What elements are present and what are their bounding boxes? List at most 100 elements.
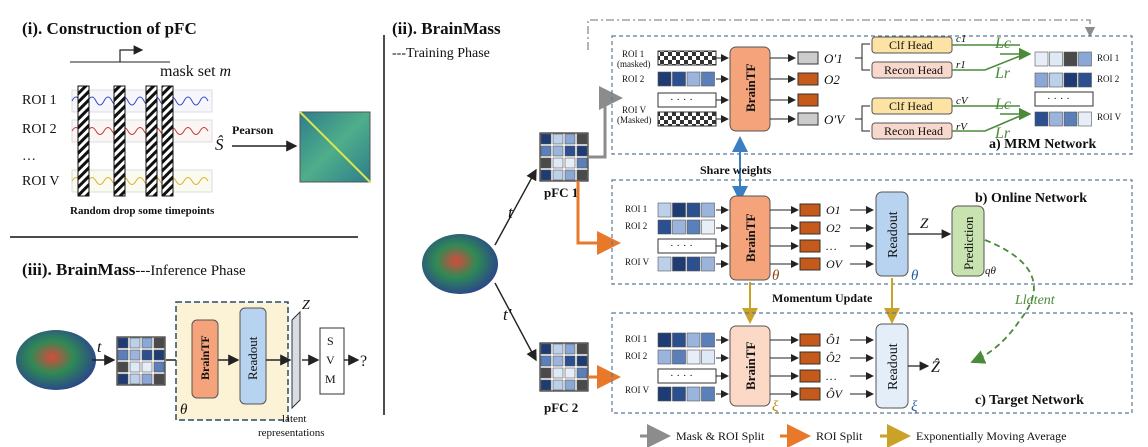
mrm-token-3 — [797, 93, 819, 107]
ts-signal-v — [71, 177, 209, 185]
roi-label-dots: … — [22, 149, 36, 164]
online-token — [799, 203, 821, 217]
latent-loss-arrow — [970, 239, 1035, 364]
online-out-v: OV — [826, 257, 844, 271]
matrix-cell — [540, 169, 552, 181]
matrix-cell — [552, 145, 564, 157]
ts-signal-2 — [71, 127, 209, 135]
online-row-cell — [657, 202, 672, 218]
matrix-cell — [564, 379, 576, 391]
target-token — [799, 369, 821, 383]
target-roi-v: ROI V — [625, 385, 650, 395]
matrix-cell — [129, 361, 141, 373]
mrm-row-2 — [657, 71, 715, 87]
readout-block-inference — [239, 307, 267, 405]
brain-tf-online-label: BrainTF — [743, 214, 758, 262]
roi-label-2: ROI 2 — [22, 122, 57, 137]
matrix-cell — [540, 157, 552, 169]
mrm-roi-v: ROI V — [622, 105, 647, 115]
pfc1-cells — [540, 133, 588, 181]
brain-tf-mrm-label: BrainTF — [743, 64, 758, 112]
online-roi-labels: ROI 1 ROI 2 ROI V — [625, 204, 650, 267]
matrix-cell — [540, 133, 552, 145]
t-label-training: t — [508, 203, 514, 222]
matrix-cell — [564, 145, 576, 157]
mrm-target-cell — [1049, 72, 1063, 88]
recon-head-1-label: Recon Head — [884, 63, 943, 77]
target-row-cell — [686, 349, 701, 365]
target-row-cell — [657, 332, 672, 348]
matrix-cell — [564, 157, 576, 169]
mrm-target-cell — [1063, 72, 1078, 88]
online-row-cell — [657, 219, 672, 235]
brain-tf-target — [729, 325, 771, 407]
mrm-target-cell — [1063, 51, 1078, 67]
share-weights-label: Share weights — [700, 163, 772, 177]
brain-tf-block-inference — [191, 319, 219, 399]
matrix-cell — [129, 337, 141, 349]
matrix-cell — [576, 379, 588, 391]
mrm-roi-labels: ROI 1 (masked) ROI 2 ROI V (Masked) — [617, 49, 652, 125]
matrix-cell — [552, 367, 564, 379]
mrm-right-roi-v: ROI V — [1097, 112, 1122, 122]
theta-label-inference: θ — [180, 402, 188, 418]
matrix-cell — [129, 349, 141, 361]
matrix-cell — [576, 367, 588, 379]
matrix-cell — [552, 169, 564, 181]
mrm-target-cell — [1078, 111, 1092, 127]
roi-label-1: ROI 1 — [22, 93, 57, 108]
matrix-cell — [552, 133, 564, 145]
brain-image-inference — [16, 330, 96, 390]
matrix-cell — [576, 133, 588, 145]
momentum-label: Momentum Update — [772, 291, 873, 305]
legend-ema: Exponentially Moving Average — [916, 429, 1066, 443]
online-row-cell — [686, 202, 701, 218]
online-row-cell — [701, 219, 715, 235]
brain-tf-online — [729, 195, 771, 281]
mrm-target-cell — [1034, 72, 1049, 88]
section2-subtitle: ---Training Phase — [392, 46, 490, 61]
online-title: b) Online Network — [975, 191, 1087, 206]
target-tokens — [716, 333, 874, 401]
matrix-cell — [540, 355, 552, 367]
clf-head-v-label: Clf Head — [889, 99, 933, 113]
latent-loss-label: Llatent — [1014, 293, 1056, 308]
section3-title: (iii). BrainMass---Inference Phase — [22, 260, 246, 279]
svm-letter-m: M — [325, 372, 336, 386]
section1-title: (i). Construction of pFC — [22, 19, 197, 38]
svm-box — [319, 327, 345, 395]
section-construction: (i). Construction of pFC mask set m ROI … — [22, 19, 371, 217]
roi-labels: ROI 1 ROI 2 … ROI V — [22, 93, 59, 189]
mrm-target-cell — [1078, 51, 1092, 67]
target-out-v: ÔV — [826, 387, 844, 401]
lr-label-v: Lr — [994, 125, 1011, 142]
matrix-cell — [540, 145, 552, 157]
online-token — [799, 221, 821, 235]
mrm-dots: · · · · — [670, 94, 693, 106]
matrix-cell — [552, 343, 564, 355]
section-inference: (iii). BrainMass---Inference Phase t Bra… — [16, 260, 367, 439]
readout-label-inference: Readout — [245, 336, 260, 380]
online-row-cell — [686, 219, 701, 235]
online-roi-2: ROI 2 — [625, 221, 647, 231]
mrm-row-2-cell — [657, 71, 672, 87]
matrix-cell — [117, 337, 129, 349]
target-roi-labels: ROI 1 ROI 2 ROI V — [625, 334, 650, 395]
matrix-cell — [564, 133, 576, 145]
xi-target-readout: ξ — [911, 399, 918, 415]
target-row-cell — [657, 349, 672, 365]
matrix-cell — [540, 367, 552, 379]
mrm-token-2 — [797, 72, 819, 86]
latent-vector — [291, 310, 301, 410]
target-row-cell — [701, 386, 715, 402]
matrix-cell — [564, 343, 576, 355]
online-row-cell — [657, 256, 672, 272]
section-training: (ii). BrainMass ---Training Phase t t′ p… — [392, 19, 1133, 415]
mrm-row-2-cell — [701, 71, 715, 87]
target-token — [799, 387, 821, 401]
target-feedback-arrow — [587, 19, 1096, 50]
mrm-out-1: O′1 — [824, 51, 843, 66]
mrm-in-arrows — [716, 54, 729, 123]
online-row-cell — [686, 256, 701, 272]
